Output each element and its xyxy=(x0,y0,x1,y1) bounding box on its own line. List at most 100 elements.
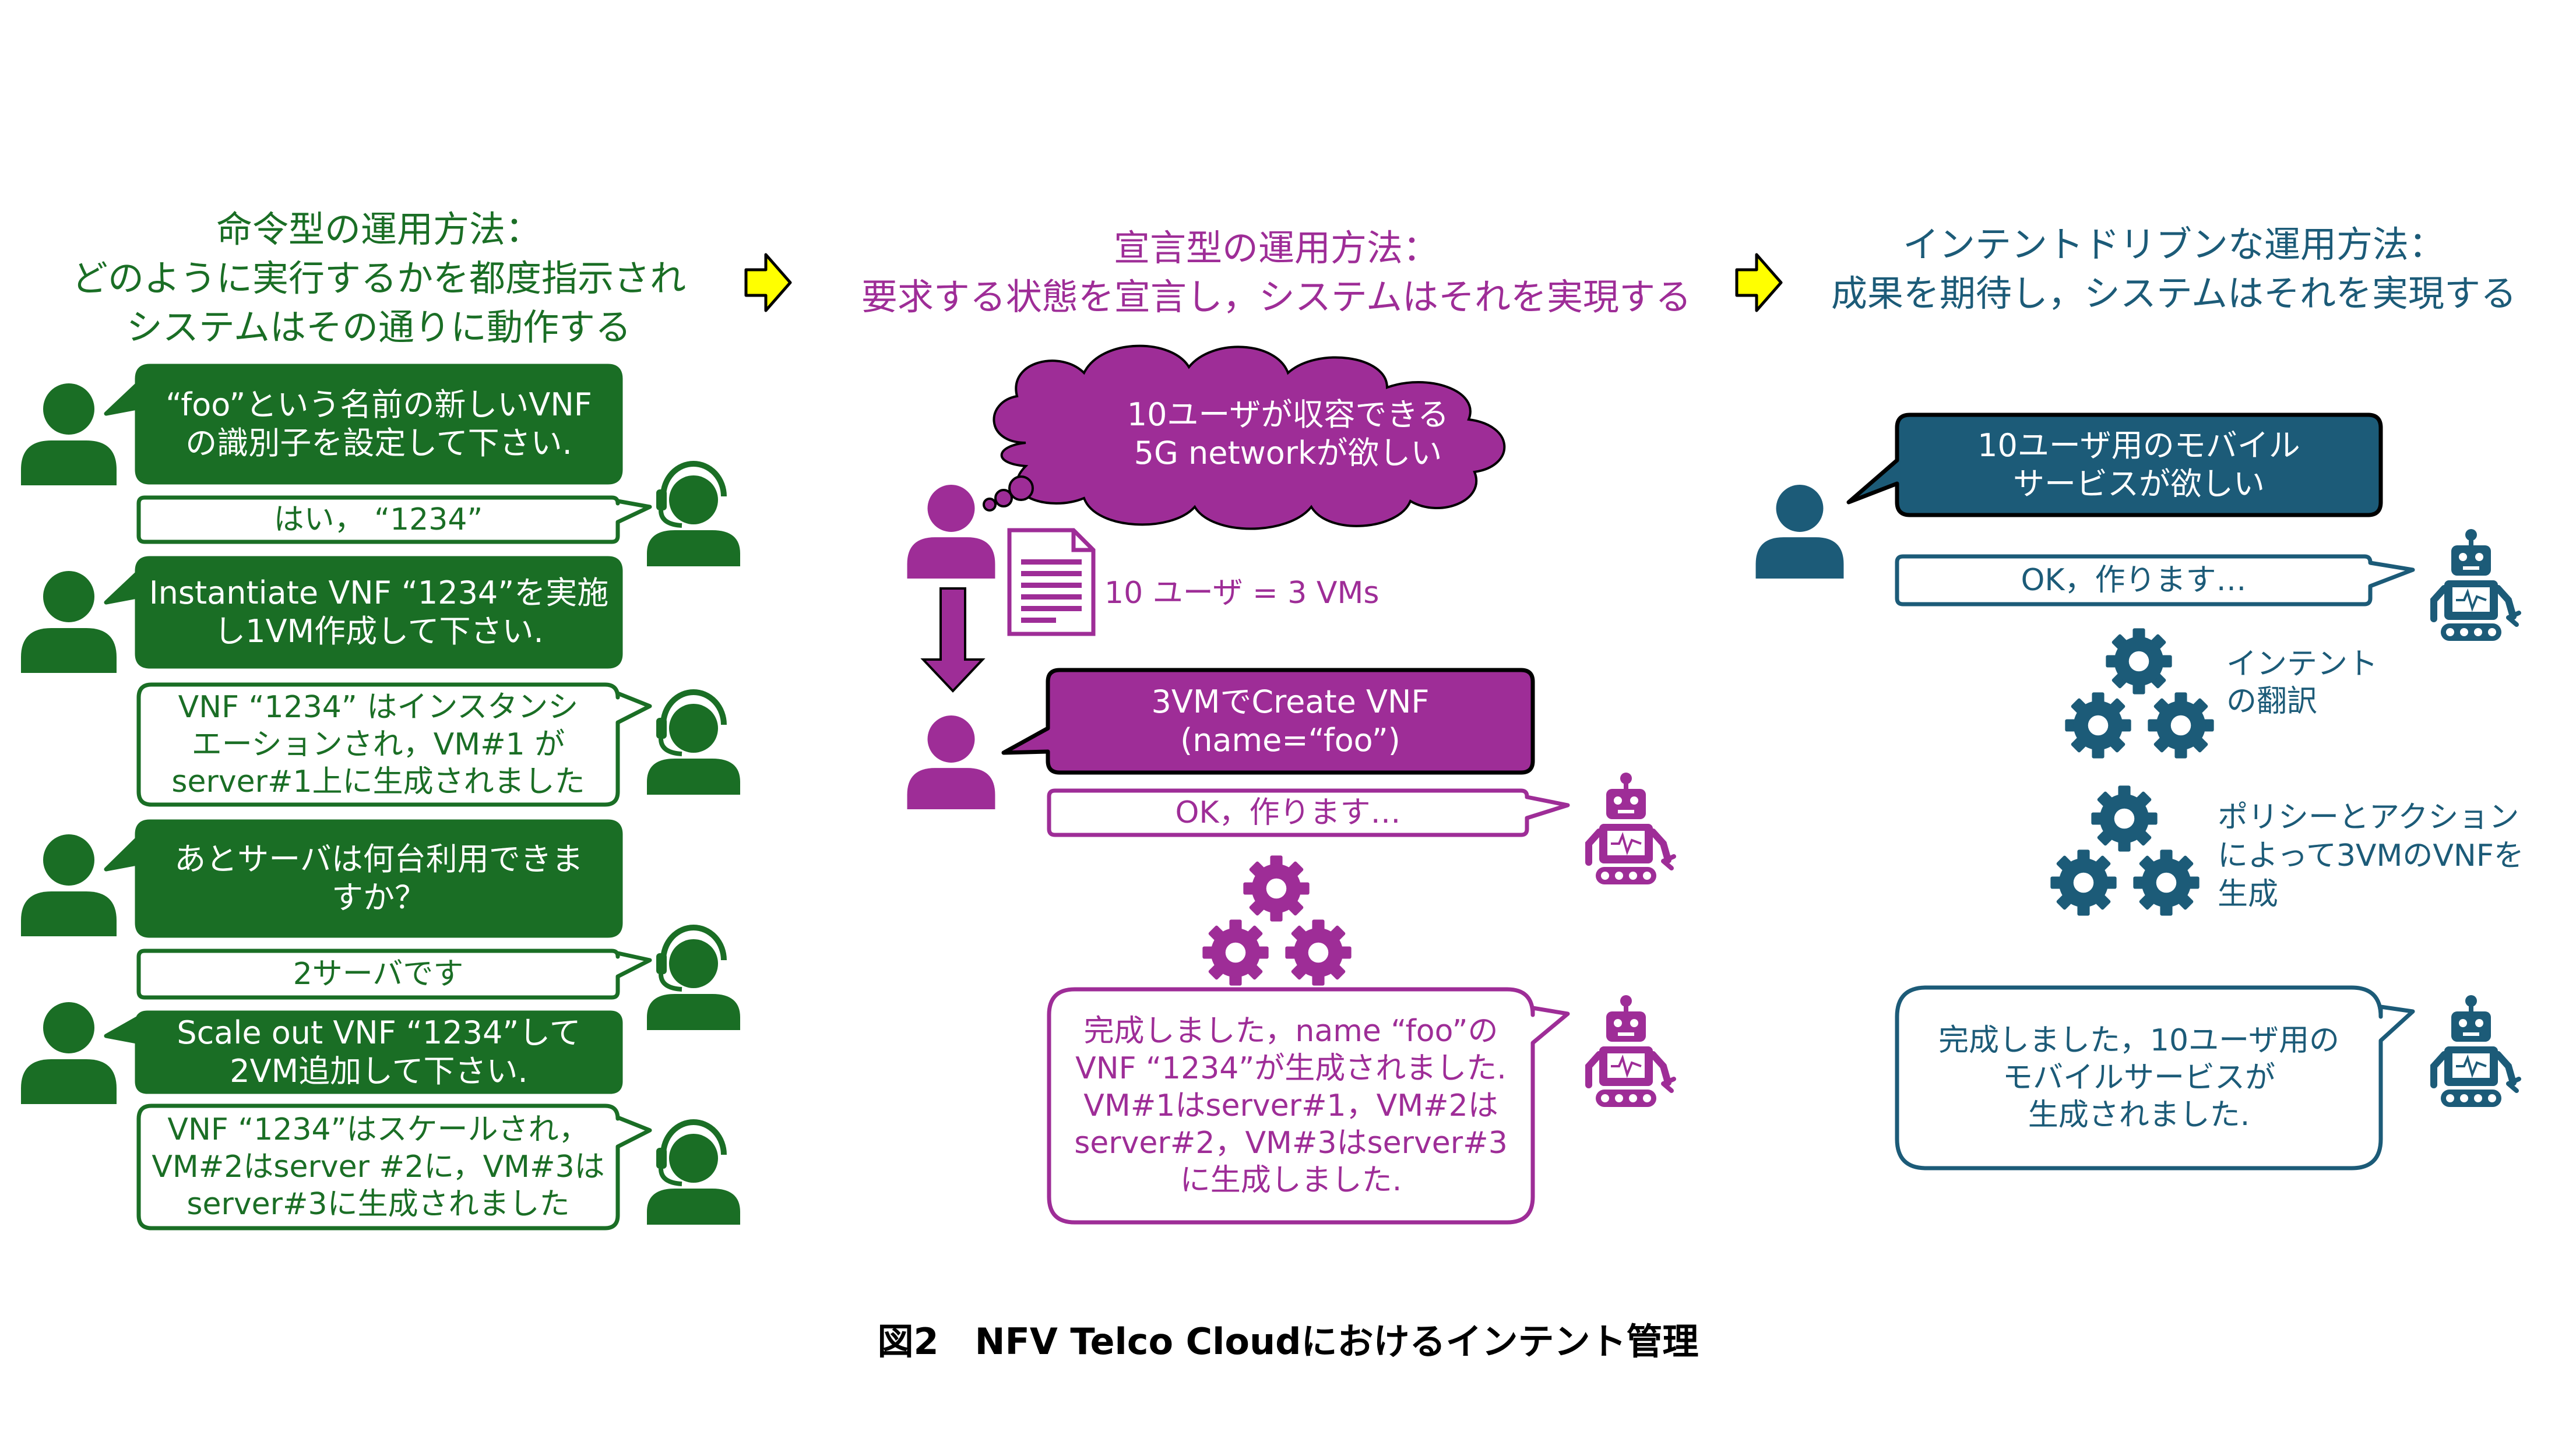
bubble-line: 2VM追加して下さい. xyxy=(230,1053,528,1090)
figure-caption: 図2 NFV Telco Cloudにおけるインテント管理 xyxy=(877,1320,1699,1363)
gear-label-line: インテント xyxy=(2226,647,2378,682)
robot-icon xyxy=(1585,773,1676,884)
gear-label-policy: ポリシーとアクション によって3VMのVNFを 生成 xyxy=(2218,798,2524,914)
thought-dot xyxy=(983,498,997,512)
bubble-line: VM#2はserver #2に，VM#3は xyxy=(152,1150,605,1184)
gear-icon xyxy=(2106,628,2172,694)
bubble-line: エーションされ，VM#1 が xyxy=(191,727,565,762)
gear-icon xyxy=(2148,692,2214,759)
gear-icon xyxy=(1285,919,1352,986)
robot-tread xyxy=(1596,867,1656,884)
bubble-ack xyxy=(1047,788,1570,837)
bubble-line: に生成しました. xyxy=(1180,1163,1402,1198)
gear-hole xyxy=(2073,872,2094,893)
bubble-line: server#2，VM#3はserver#3 xyxy=(1074,1126,1508,1161)
operator-head xyxy=(669,475,718,524)
bubble-line: VM#1はserver#1，VM#2は xyxy=(1083,1088,1498,1123)
document-line xyxy=(1021,583,1082,588)
gear-hole xyxy=(1308,942,1329,963)
bubble-line: VNF “1234”が生成されました. xyxy=(1075,1051,1507,1086)
person-body xyxy=(907,537,995,579)
bubble-line: 完成しました，name “foo”の xyxy=(1083,1014,1498,1049)
person-body xyxy=(21,628,117,673)
document-line xyxy=(1021,559,1082,565)
gear-icon xyxy=(1243,855,1310,922)
gear-icon xyxy=(1202,919,1269,986)
gear-label-line: ポリシーとアクション xyxy=(2218,800,2519,835)
robot-wheel xyxy=(2474,628,2482,636)
person-head xyxy=(43,571,94,622)
declarative-title-line: 宣言型の運用方法： xyxy=(1113,227,1439,269)
bubble-line: 完成しました，10ユーザ用の xyxy=(1938,1023,2340,1058)
robot-head xyxy=(1606,1011,1646,1042)
person-body xyxy=(21,891,117,936)
robot-eye xyxy=(2475,553,2483,561)
bubble-reply-2 xyxy=(136,682,652,807)
document-line xyxy=(1021,618,1056,623)
robot-pulse xyxy=(1611,1055,1642,1078)
bubble-line: モバイルサービスが xyxy=(2002,1060,2275,1095)
bubble-line: すか？ xyxy=(332,879,426,916)
robot-claw xyxy=(2506,1077,2521,1093)
robot-antenna-stem xyxy=(1624,1003,1628,1011)
robot-antenna-stem xyxy=(1624,781,1628,789)
robot-wheel xyxy=(1615,872,1623,880)
robot-icon xyxy=(1585,995,1676,1107)
robot-left-arm xyxy=(1585,1051,1603,1088)
document-line xyxy=(1021,571,1082,576)
robot-left-arm xyxy=(1585,828,1603,866)
headset-band xyxy=(660,689,727,725)
imperative-title-line: 命令型の運用方法： xyxy=(216,208,541,251)
person-icon xyxy=(21,383,117,485)
document-line xyxy=(1021,606,1082,611)
declarative-title-line: 要求する状態を宣言し，システムはそれを実現する xyxy=(861,276,1692,318)
robot-icon xyxy=(2430,529,2521,641)
robot-right-arm xyxy=(1649,828,1671,863)
imperative-reply-3: 2サーバです xyxy=(139,951,618,997)
person-body xyxy=(21,440,117,485)
bubble-line: (name=“foo”) xyxy=(1180,722,1400,759)
bubble-line: 10ユーザ用のモバイル xyxy=(1977,427,2300,464)
person-head xyxy=(43,1002,94,1053)
declarative-ack: OK，作ります… xyxy=(1175,795,1401,830)
intent-ack: OK，作ります… xyxy=(2021,563,2247,598)
robot-claw xyxy=(1661,1077,1676,1093)
robot-head xyxy=(1606,789,1646,819)
person-icon xyxy=(907,485,995,579)
robot-eye xyxy=(1614,1019,1622,1027)
headset-earpiece xyxy=(656,953,667,974)
gear-icon xyxy=(2065,692,2131,759)
bubble-line: server#3に生成されました xyxy=(186,1187,570,1222)
operator-body xyxy=(647,530,740,566)
thought-cloud xyxy=(993,344,1506,530)
bubble-reply-1 xyxy=(136,495,652,544)
operator-headset-icon xyxy=(647,1119,740,1225)
imperative-request-2: Instantiate VNF “1234”を実施し1VM作成して下さい. xyxy=(137,558,621,667)
operator-head xyxy=(669,704,718,753)
robot-wheel xyxy=(2488,1094,2496,1102)
yellow-arrow-icon xyxy=(1735,253,1783,312)
person-icon xyxy=(21,834,117,936)
gear-label-line: の翻訳 xyxy=(2226,684,2318,719)
headset-band xyxy=(660,1119,727,1155)
yellow-arrow-icon xyxy=(744,253,792,312)
bubble-reply-3 xyxy=(136,949,652,1000)
robot-mouth xyxy=(2463,566,2479,570)
robot-tread xyxy=(2441,1090,2501,1107)
gear-hole xyxy=(1225,942,1246,963)
imperative-title: 命令型の運用方法： どのように実行するかを都度指示され システムはその通りに動作… xyxy=(17,205,740,352)
bubble-line: はい， “1234” xyxy=(273,502,483,537)
bubble-command xyxy=(1001,668,1535,775)
headset-band xyxy=(660,461,727,497)
robot-pulse xyxy=(2456,1055,2487,1078)
operator-headset-icon xyxy=(647,461,740,566)
gear-hole xyxy=(2114,808,2135,829)
robot-pulse xyxy=(2456,588,2487,612)
person-icon xyxy=(21,571,117,673)
robot-eye xyxy=(2459,1019,2467,1027)
robot-antenna xyxy=(2465,529,2477,541)
robot-eye xyxy=(1630,796,1638,805)
